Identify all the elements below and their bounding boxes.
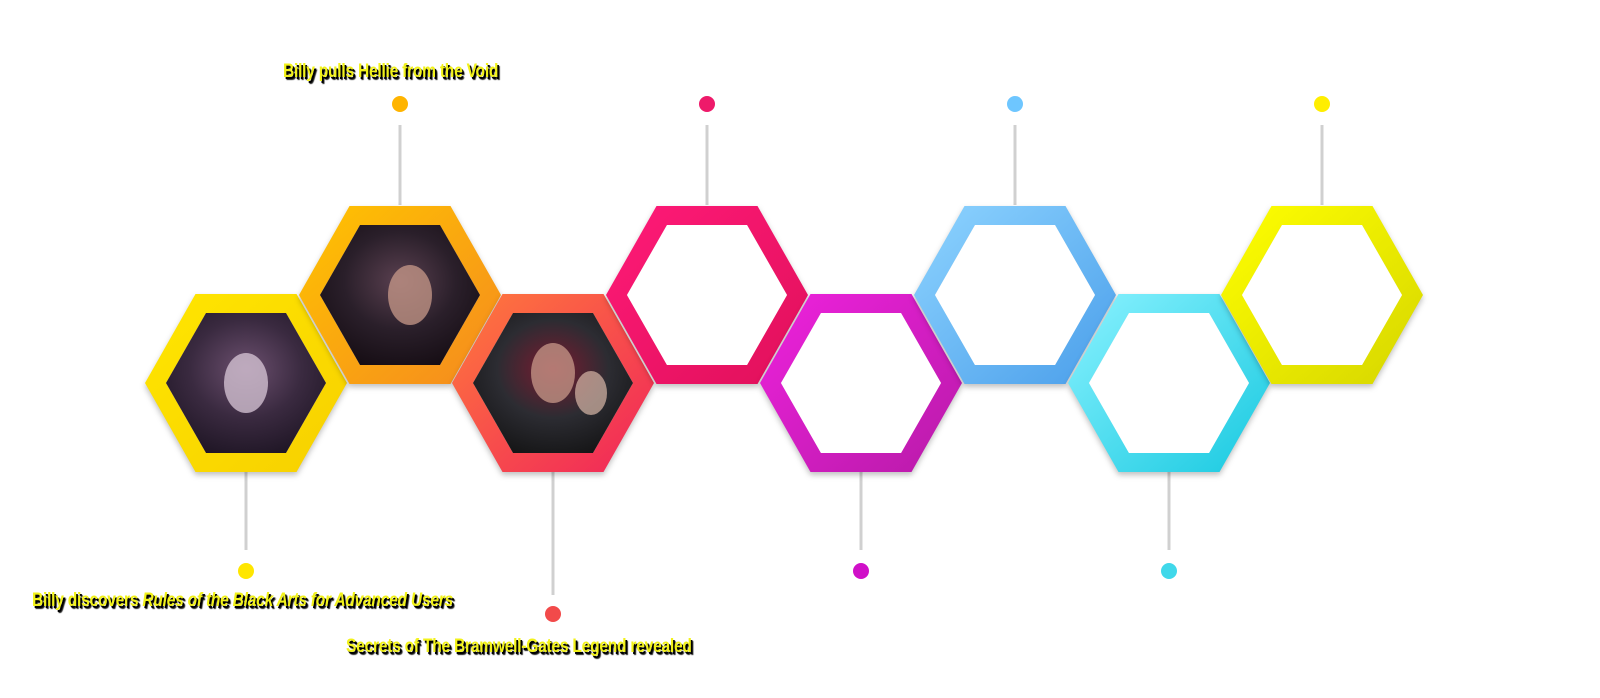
hex-7-marker (1161, 470, 1177, 579)
hexagon-empty-slot (627, 225, 787, 365)
portrait-face (224, 353, 268, 413)
event-label-rules-plain: Billy discovers (32, 590, 143, 611)
hexagon-empty-slot (1242, 225, 1402, 365)
event-label-rules-title: Rules of the Black Arts for Advanced Use… (142, 590, 453, 611)
portrait-face (575, 371, 607, 415)
hex-4 (606, 206, 808, 384)
hex-5-marker (853, 470, 869, 579)
timeline-dot (1007, 96, 1023, 112)
hex-8-marker (1314, 96, 1330, 205)
hex-6-marker (1007, 96, 1023, 205)
hex-2 (299, 206, 501, 384)
timeline-dot (238, 563, 254, 579)
timeline-dot (1161, 563, 1177, 579)
hex-1-marker (238, 470, 254, 579)
timeline-dot (1314, 96, 1330, 112)
portrait-face (531, 343, 575, 403)
timeline-dot (392, 96, 408, 112)
hex-6 (914, 206, 1116, 384)
timeline-dot (853, 563, 869, 579)
timeline-dot (545, 606, 561, 622)
hex-1 (145, 294, 347, 472)
hexagon-empty-slot (1089, 313, 1249, 453)
portrait-face (388, 265, 432, 325)
event-label-legend: Secrets of The Bramwell-Gates Legend rev… (346, 636, 692, 657)
hex-7 (1068, 294, 1270, 472)
hex-5 (760, 294, 962, 472)
hex-3 (452, 294, 654, 472)
hex-8 (1221, 206, 1423, 384)
hexagon-empty-slot (781, 313, 941, 453)
event-label-void: Billy pulls Hellie from the Void (283, 61, 499, 82)
timeline-dot (699, 96, 715, 112)
hexagon-empty-slot (935, 225, 1095, 365)
hex-3-marker (545, 470, 561, 622)
event-label-rules: Billy discovers Rules of the Black Arts … (32, 590, 453, 612)
hex-2-marker (392, 96, 408, 205)
hex-4-marker (699, 96, 715, 205)
